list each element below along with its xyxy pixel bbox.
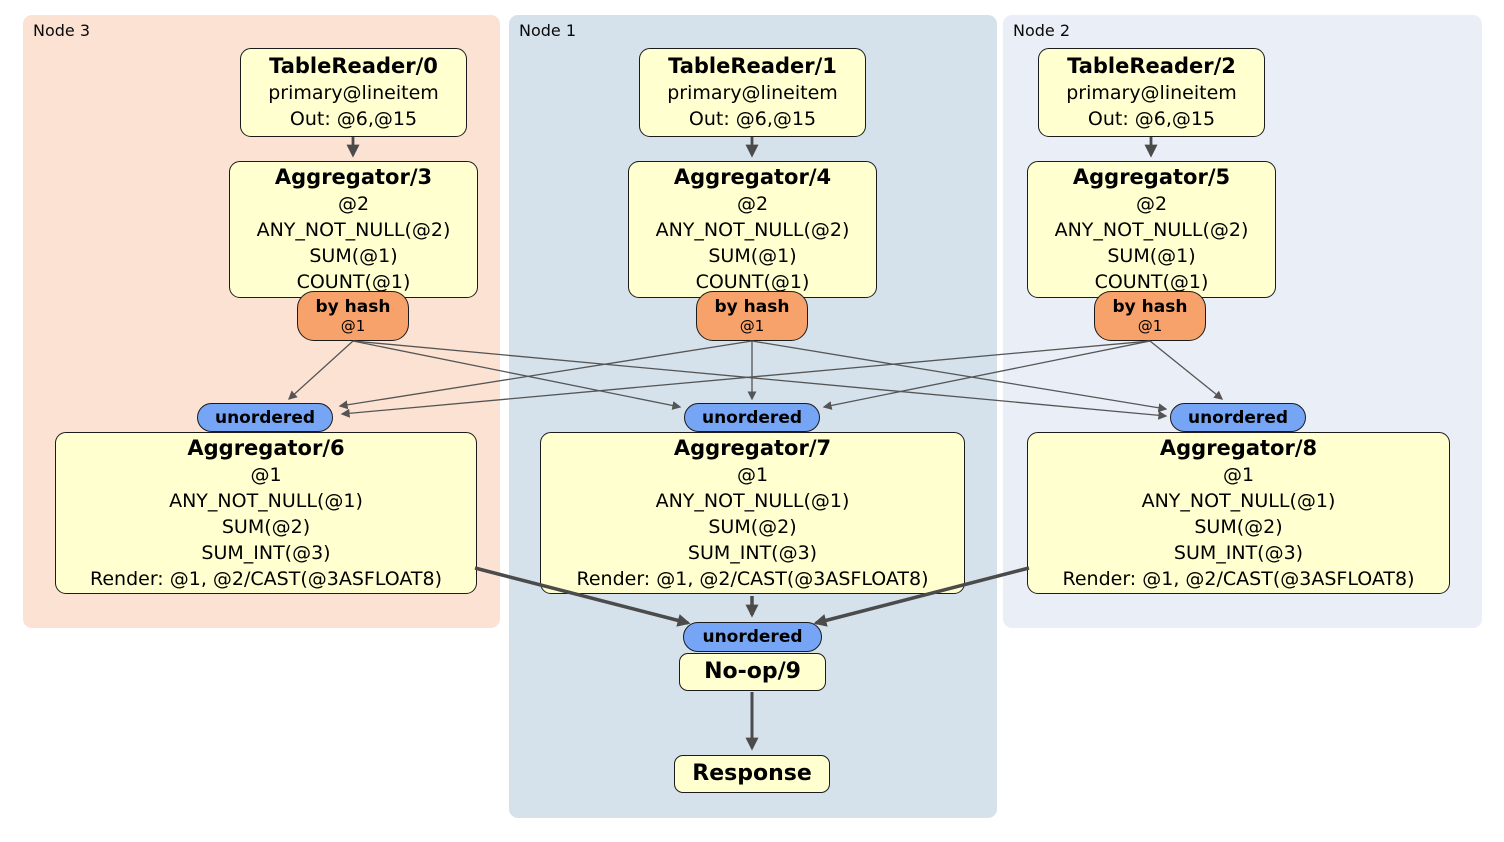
processor-detail: COUNT(@1): [695, 271, 810, 293]
router-label: by hash: [714, 297, 790, 317]
processor-aggregator-3: Aggregator/3 @2 ANY_NOT_NULL(@2) SUM(@1)…: [229, 161, 478, 298]
processor-detail: primary@lineitem: [268, 82, 439, 104]
processor-response: Response: [674, 755, 830, 793]
router-by-hash-5: by hash @1: [1094, 291, 1206, 341]
processor-tablereader-1: TableReader/1 primary@lineitem Out: @6,@…: [639, 48, 866, 137]
router-columns: @1: [340, 317, 366, 335]
processor-detail: ANY_NOT_NULL(@1): [1141, 489, 1336, 512]
synchronizer-unordered-9: unordered: [683, 622, 822, 652]
processor-aggregator-6: Aggregator/6 @1 ANY_NOT_NULL(@1) SUM(@2)…: [55, 432, 477, 594]
router-columns: @1: [1137, 317, 1163, 335]
processor-detail: @1: [1222, 463, 1255, 486]
processor-detail: SUM(@2): [708, 515, 797, 538]
processor-detail: @1: [736, 463, 769, 486]
processor-detail: Out: @6,@15: [688, 108, 817, 130]
processor-detail: @2: [736, 193, 769, 215]
router-columns: @1: [739, 317, 765, 335]
processor-detail: COUNT(@1): [296, 271, 411, 293]
processor-detail: ANY_NOT_NULL(@1): [655, 489, 850, 512]
processor-aggregator-5: Aggregator/5 @2 ANY_NOT_NULL(@2) SUM(@1)…: [1027, 161, 1276, 298]
processor-detail: SUM(@2): [1194, 515, 1283, 538]
synchronizer-unordered-8: unordered: [1170, 403, 1306, 432]
processor-title: No-op/9: [704, 659, 801, 684]
processor-detail: @2: [1135, 193, 1168, 215]
synchronizer-label: unordered: [1187, 407, 1289, 428]
processor-detail: COUNT(@1): [1094, 271, 1209, 293]
processor-detail: ANY_NOT_NULL(@1): [169, 489, 363, 512]
node-region-2-label: Node 2: [1013, 21, 1071, 40]
processor-detail: primary@lineitem: [667, 82, 838, 104]
processor-title: TableReader/2: [1067, 54, 1236, 78]
router-by-hash-4: by hash @1: [696, 291, 808, 341]
processor-aggregator-7: Aggregator/7 @1 ANY_NOT_NULL(@1) SUM(@2)…: [540, 432, 965, 594]
synchronizer-label: unordered: [701, 407, 803, 428]
processor-title: Aggregator/7: [673, 435, 832, 460]
processor-title: Aggregator/3: [274, 165, 433, 189]
processor-detail: ANY_NOT_NULL(@2): [655, 219, 850, 241]
processor-detail: @2: [337, 193, 370, 215]
router-label: by hash: [315, 297, 391, 317]
processor-detail: ANY_NOT_NULL(@2): [1054, 219, 1249, 241]
processor-title: Aggregator/4: [673, 165, 832, 189]
synchronizer-label: unordered: [702, 627, 803, 647]
processor-detail: SUM_INT(@3): [687, 541, 818, 564]
processor-tablereader-0: TableReader/0 primary@lineitem Out: @6,@…: [240, 48, 467, 137]
processor-aggregator-8: Aggregator/8 @1 ANY_NOT_NULL(@1) SUM(@2)…: [1027, 432, 1450, 594]
processor-title: Aggregator/6: [187, 435, 345, 460]
processor-detail: SUM(@1): [309, 245, 398, 267]
processor-detail: Render: @1, @2/CAST(@3ASFLOAT8): [90, 567, 442, 590]
processor-detail: primary@lineitem: [1066, 82, 1237, 104]
processor-title: TableReader/1: [668, 54, 837, 78]
processor-detail: SUM_INT(@3): [201, 541, 331, 564]
processor-detail: SUM_INT(@3): [1173, 541, 1304, 564]
synchronizer-unordered-6: unordered: [197, 403, 333, 432]
processor-detail: ANY_NOT_NULL(@2): [256, 219, 451, 241]
processor-detail: Out: @6,@15: [289, 108, 418, 130]
router-label: by hash: [1112, 297, 1188, 317]
processor-detail: Render: @1, @2/CAST(@3ASFLOAT8): [1062, 567, 1415, 590]
processor-title: Response: [692, 761, 812, 786]
processor-detail: Out: @6,@15: [1087, 108, 1216, 130]
node-region-1-label: Node 1: [519, 21, 577, 40]
processor-detail: SUM(@1): [708, 245, 797, 267]
node-region-3-label: Node 3: [33, 21, 91, 40]
processor-detail: SUM(@2): [221, 515, 311, 538]
processor-title: Aggregator/5: [1072, 165, 1231, 189]
synchronizer-unordered-7: unordered: [684, 403, 820, 432]
processor-title: Aggregator/8: [1159, 435, 1318, 460]
processor-detail: SUM(@1): [1107, 245, 1196, 267]
processor-title: TableReader/0: [269, 54, 438, 78]
processor-detail: Render: @1, @2/CAST(@3ASFLOAT8): [576, 567, 929, 590]
processor-noop-9: No-op/9: [679, 653, 826, 691]
synchronizer-label: unordered: [214, 407, 316, 428]
processor-aggregator-4: Aggregator/4 @2 ANY_NOT_NULL(@2) SUM(@1)…: [628, 161, 877, 298]
processor-detail: @1: [250, 463, 282, 486]
processor-tablereader-2: TableReader/2 primary@lineitem Out: @6,@…: [1038, 48, 1265, 137]
router-by-hash-3: by hash @1: [297, 291, 409, 341]
